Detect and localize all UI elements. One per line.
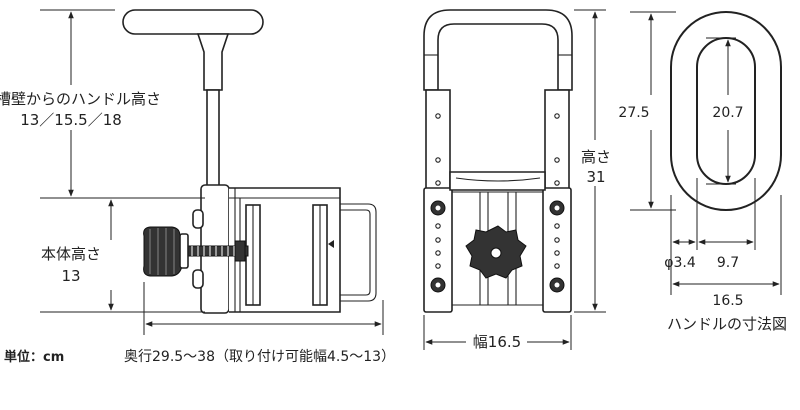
body-height-label: 本体高さ — [41, 245, 101, 263]
depth-label: 奥行29.5～38（取り付け可能幅4.5～13） — [124, 348, 395, 365]
front-plate-right — [542, 187, 572, 313]
front-plate-left — [423, 187, 453, 313]
handle-ring-dimensions — [630, 11, 782, 295]
front-handle-u — [423, 9, 573, 91]
handle-post — [206, 89, 220, 191]
front-height-value: 31 — [586, 168, 605, 186]
side-view-drawing — [122, 9, 377, 314]
ring-outer-width: 16.5 — [712, 293, 743, 309]
ring-inner-height: 20.7 — [712, 105, 743, 121]
ring-outer-height: 27.5 — [618, 105, 649, 121]
handle-grip-bar — [122, 9, 264, 35]
ring-caption: ハンドルの寸法図 — [667, 315, 787, 333]
ring-inner-width: 9.7 — [717, 255, 739, 271]
side-view-dimensions — [40, 9, 384, 335]
front-height-label: 高さ — [581, 148, 611, 166]
body-height-value: 13 — [61, 267, 80, 285]
front-post-left — [425, 89, 451, 191]
front-post-right — [544, 89, 570, 191]
unit-label: 単位：cm — [4, 349, 64, 365]
front-view-drawing — [423, 9, 573, 313]
clamp-knob — [143, 226, 183, 277]
front-view-dimensions — [423, 9, 606, 350]
ring-diameter: φ3.4 — [664, 255, 696, 271]
handle-height-label: 浴槽壁からのハンドル高さ — [0, 90, 161, 108]
handle-neck — [196, 33, 230, 91]
handle-height-values: 13／15.5／18 — [20, 111, 122, 129]
front-width-label: 幅16.5 — [473, 333, 521, 351]
